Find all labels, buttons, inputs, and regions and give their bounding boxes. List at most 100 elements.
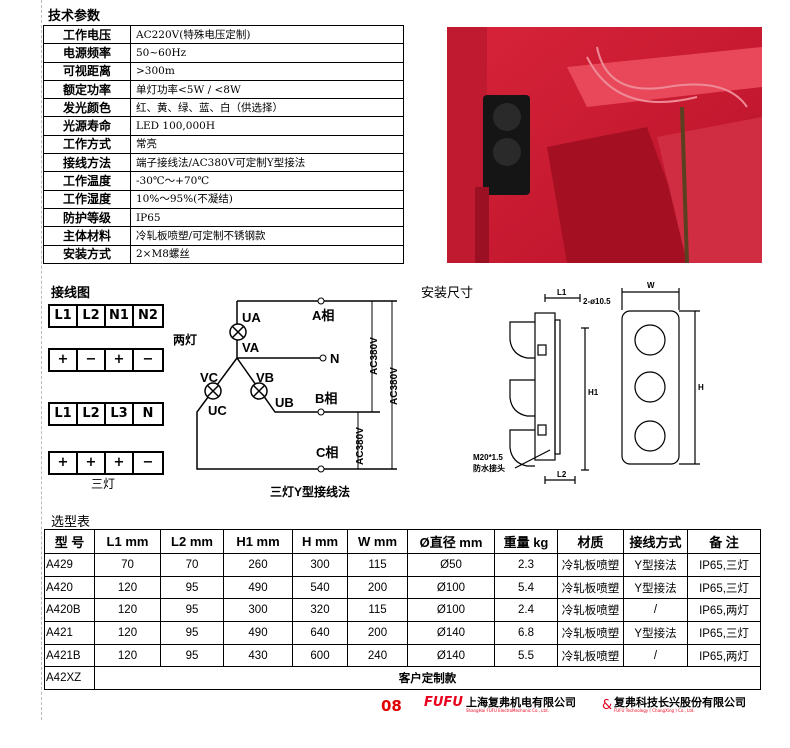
page-number: 08	[381, 697, 402, 715]
install-connector-spec: M20*1.5	[473, 453, 503, 462]
install-h1-label: H1	[588, 388, 599, 397]
table-cell: IP65,两灯	[687, 643, 761, 668]
table-cell: 320	[292, 598, 348, 623]
three-lamp-label: 三灯	[91, 477, 116, 491]
table-cell: Ø100	[407, 575, 495, 600]
custom-label: 客户定制款	[94, 666, 761, 691]
table-cell: 640	[292, 621, 348, 645]
svg-text:三灯Y型接线法: 三灯Y型接线法	[270, 484, 350, 499]
table-cell: IP65,三灯	[687, 553, 761, 577]
spec-label: 工作方式	[43, 134, 131, 155]
table-cell: Ø100	[407, 598, 495, 623]
terminal-cell: +	[106, 350, 134, 370]
table-cell: 冷轧板喷塑	[557, 575, 624, 600]
table-cell: Y型接法	[623, 553, 688, 577]
table-cell: Ø140	[407, 643, 495, 668]
column-header: 材质	[557, 529, 624, 554]
table-cell: 600	[292, 643, 348, 668]
table-cell: Ø50	[407, 553, 495, 577]
table-cell: 冷轧板喷塑	[557, 598, 624, 623]
table-cell: 2.3	[494, 553, 558, 577]
spec-row: 主体材料冷轧板喷塑/可定制不锈钢款	[43, 226, 404, 246]
svg-text:UB: UB	[275, 395, 294, 410]
install-title: 安装尺寸	[421, 286, 474, 301]
spec-row: 可视距离>300m	[43, 61, 404, 81]
spec-value: >300m	[130, 61, 404, 81]
table-cell: 120	[94, 621, 161, 645]
terminal-cell: −	[142, 455, 154, 470]
svg-text:UC: UC	[208, 403, 227, 418]
table-cell: 300	[292, 553, 348, 577]
spec-value: 10%～95%(不凝结)	[130, 189, 404, 209]
terminal-cell: L2	[78, 404, 106, 424]
spec-label: 防护等级	[43, 207, 131, 228]
table-cell: 115	[347, 553, 408, 577]
table-cell: 95	[160, 621, 224, 645]
install-l1-label: L1	[557, 288, 567, 297]
svg-text:A相: A相	[312, 308, 334, 323]
spec-value: 2×M8螺丝	[130, 244, 404, 264]
terminal-cell: L2	[78, 306, 106, 326]
two-lamp-label: 两灯	[173, 333, 198, 347]
install-connector-name: 防水接头	[473, 463, 505, 473]
spec-value: 冷轧板喷塑/可定制不锈钢款	[130, 226, 404, 246]
column-header: L1 mm	[94, 529, 161, 554]
spec-row: 工作温度-30℃～+70℃	[43, 171, 404, 191]
product-photo	[447, 27, 762, 263]
table-cell: 95	[160, 643, 224, 668]
terminal-row-two-lamp-polarity: +−+−	[48, 348, 164, 372]
lamp-c-icon	[204, 382, 222, 400]
svg-text:VA: VA	[242, 340, 260, 355]
terminal-cell: −	[78, 350, 106, 370]
table-cell: Y型接法	[623, 621, 688, 645]
company-footer: FUFU 上海复弗机电有限公司 ShangHai FUFU ElectroMec…	[424, 694, 760, 718]
selection-title: 选型表	[51, 515, 91, 530]
column-header: W mm	[347, 529, 408, 554]
svg-text:AC380V: AC380V	[369, 337, 380, 375]
terminal-cell: L3	[106, 404, 134, 424]
table-cell: 2.4	[494, 598, 558, 623]
svg-text:UA: UA	[242, 310, 261, 325]
terminal-cell: +	[78, 453, 106, 473]
company-name-1-en: ShangHai FUFU ElectroMechanic Co., Ltd.	[466, 708, 549, 713]
table-cell: IP65,两灯	[687, 598, 761, 623]
custom-model: A42XZ	[44, 666, 95, 691]
column-header: L2 mm	[160, 529, 224, 554]
install-hole-label: 2-ø10.5	[583, 297, 611, 306]
install-w-label: W	[647, 281, 655, 290]
company-name-2: 复弗科技长兴股份有限公司	[614, 696, 746, 709]
ampersand: &	[602, 698, 613, 713]
y-wiring-diagram: UA VA VC VB UB UC A相 N B相 C相 AC380V AC38…	[196, 297, 400, 499]
table-cell: 95	[160, 598, 224, 623]
terminal-cell: L1	[50, 404, 78, 424]
spec-value: 50~60Hz	[130, 43, 404, 63]
terminal-cell: +	[50, 350, 78, 370]
table-cell: 95	[160, 575, 224, 600]
column-header: Ø直径 mm	[407, 529, 495, 554]
column-header: 型 号	[44, 529, 95, 554]
table-cell: 冷轧板喷塑	[557, 553, 624, 577]
spec-value: 单灯功率<5W / <8W	[130, 79, 404, 100]
table-cell: /	[623, 598, 688, 623]
spec-label: 光源寿命	[43, 116, 131, 136]
table-cell: 240	[347, 643, 408, 668]
table-cell: 490	[223, 621, 293, 645]
spec-row: 额定功率单灯功率<5W / <8W	[43, 79, 404, 100]
table-cell: 5.5	[494, 643, 558, 668]
spec-row: 接线方法端子接线法/AC380V可定制Y型接法	[43, 153, 404, 173]
spec-value: 常亮	[130, 134, 404, 155]
terminal-cell: −	[142, 352, 154, 367]
table-cell: 200	[347, 621, 408, 645]
table-cell: 300	[223, 598, 293, 623]
column-header: H mm	[292, 529, 348, 554]
